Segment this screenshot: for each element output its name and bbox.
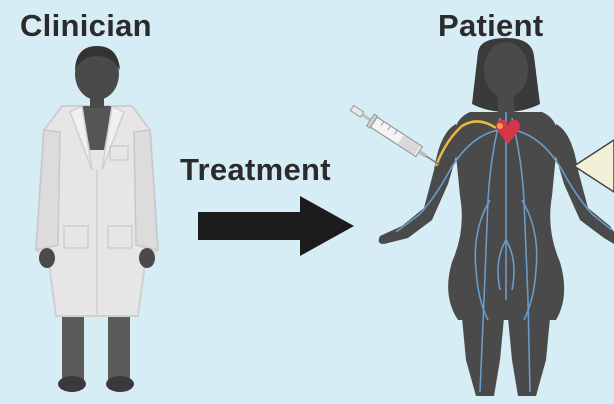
patient-label: Patient [438,8,543,44]
clinician-left-shoe [58,376,86,392]
clinician-left-hand [39,248,55,268]
catheter-tip [497,123,503,129]
patient-neck [498,94,514,112]
syringe-icon [348,102,443,170]
lab-coat-left-sleeve [36,130,60,250]
clinician-right-leg [108,312,130,382]
treatment-arrow [198,196,354,256]
patient-right-arm [379,124,458,244]
clinician-right-shoe [106,376,134,392]
clinician-label: Clinician [20,8,152,44]
patient-head [484,42,528,98]
patient-figure [379,38,614,396]
clinician-left-leg [62,312,84,382]
clinician-right-hand [139,248,155,268]
treatment-label: Treatment [180,152,331,188]
lab-coat-right-sleeve [134,130,158,250]
clinician-figure [36,46,158,392]
